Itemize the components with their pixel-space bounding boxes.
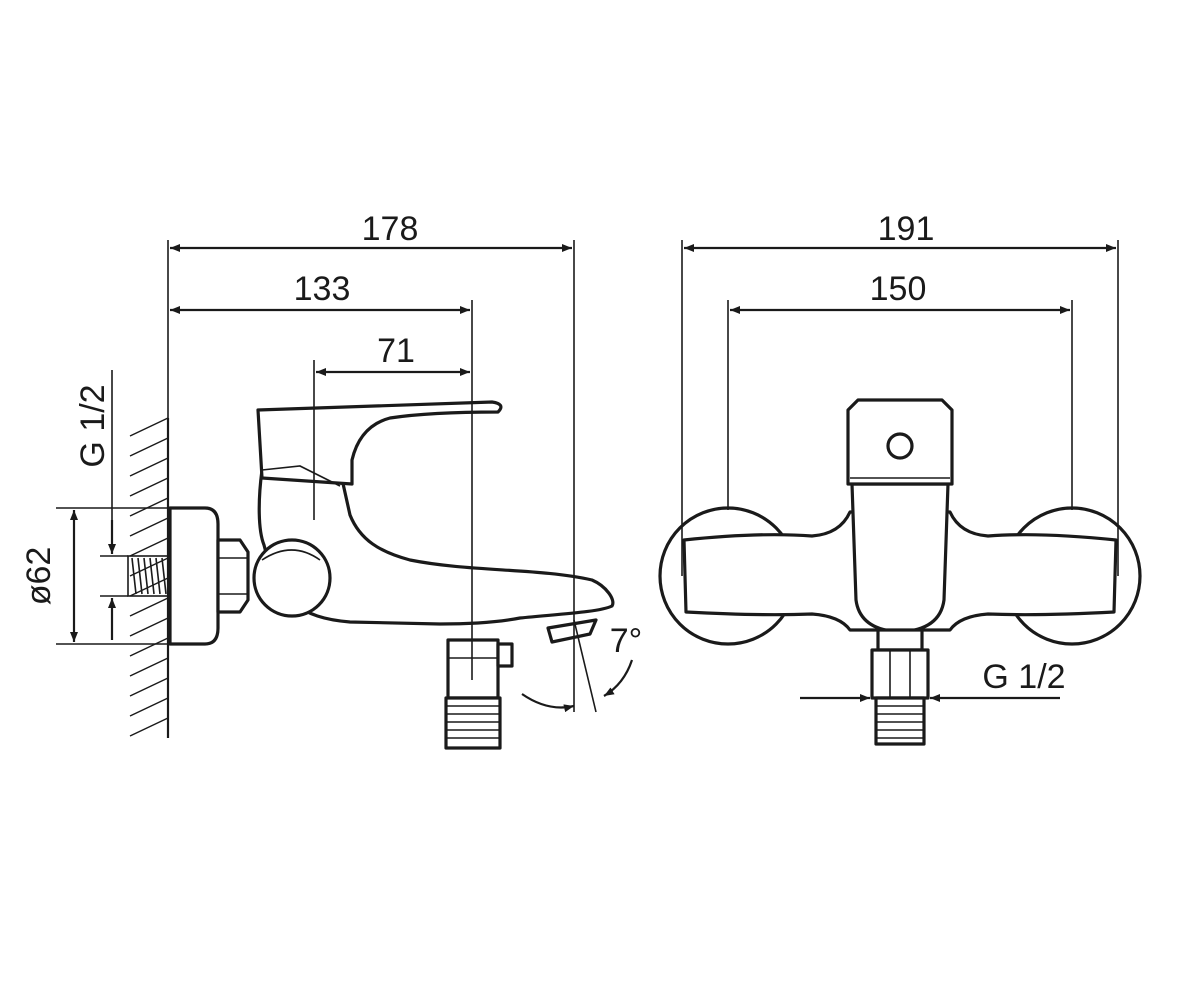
dim-side-flange-diameter: ø62: [20, 547, 58, 606]
dim-side-total-length: 178: [362, 210, 419, 248]
dim-side-inlet-thread: G 1/2: [74, 384, 112, 467]
dim-side-spout-length: 133: [294, 270, 351, 308]
front-view: 191 150 G 1/2: [658, 210, 1142, 746]
wall-flange: [168, 506, 220, 646]
wall-hatch: [129, 417, 170, 738]
dim-side-spout-angle: 7°: [610, 622, 643, 660]
front-bottom-outlet: [870, 628, 930, 746]
front-neck: [850, 482, 950, 634]
diverter-knob: [252, 538, 332, 618]
lever-handle: [256, 400, 503, 486]
hex-nut: [216, 538, 250, 614]
dim-side-lever-offset: 71: [377, 332, 415, 370]
spout-tip: [546, 618, 598, 644]
inlet-thread: [127, 555, 169, 597]
side-view: 178 133 71 G 1/2 ø62 7°: [20, 210, 643, 750]
lever-screw: [886, 432, 914, 460]
dim-front-total-width: 191: [878, 210, 935, 248]
bottom-outlet: [444, 638, 514, 750]
dim-front-outlet-thread: G 1/2: [982, 658, 1065, 696]
dim-front-center-distance: 150: [870, 270, 927, 308]
